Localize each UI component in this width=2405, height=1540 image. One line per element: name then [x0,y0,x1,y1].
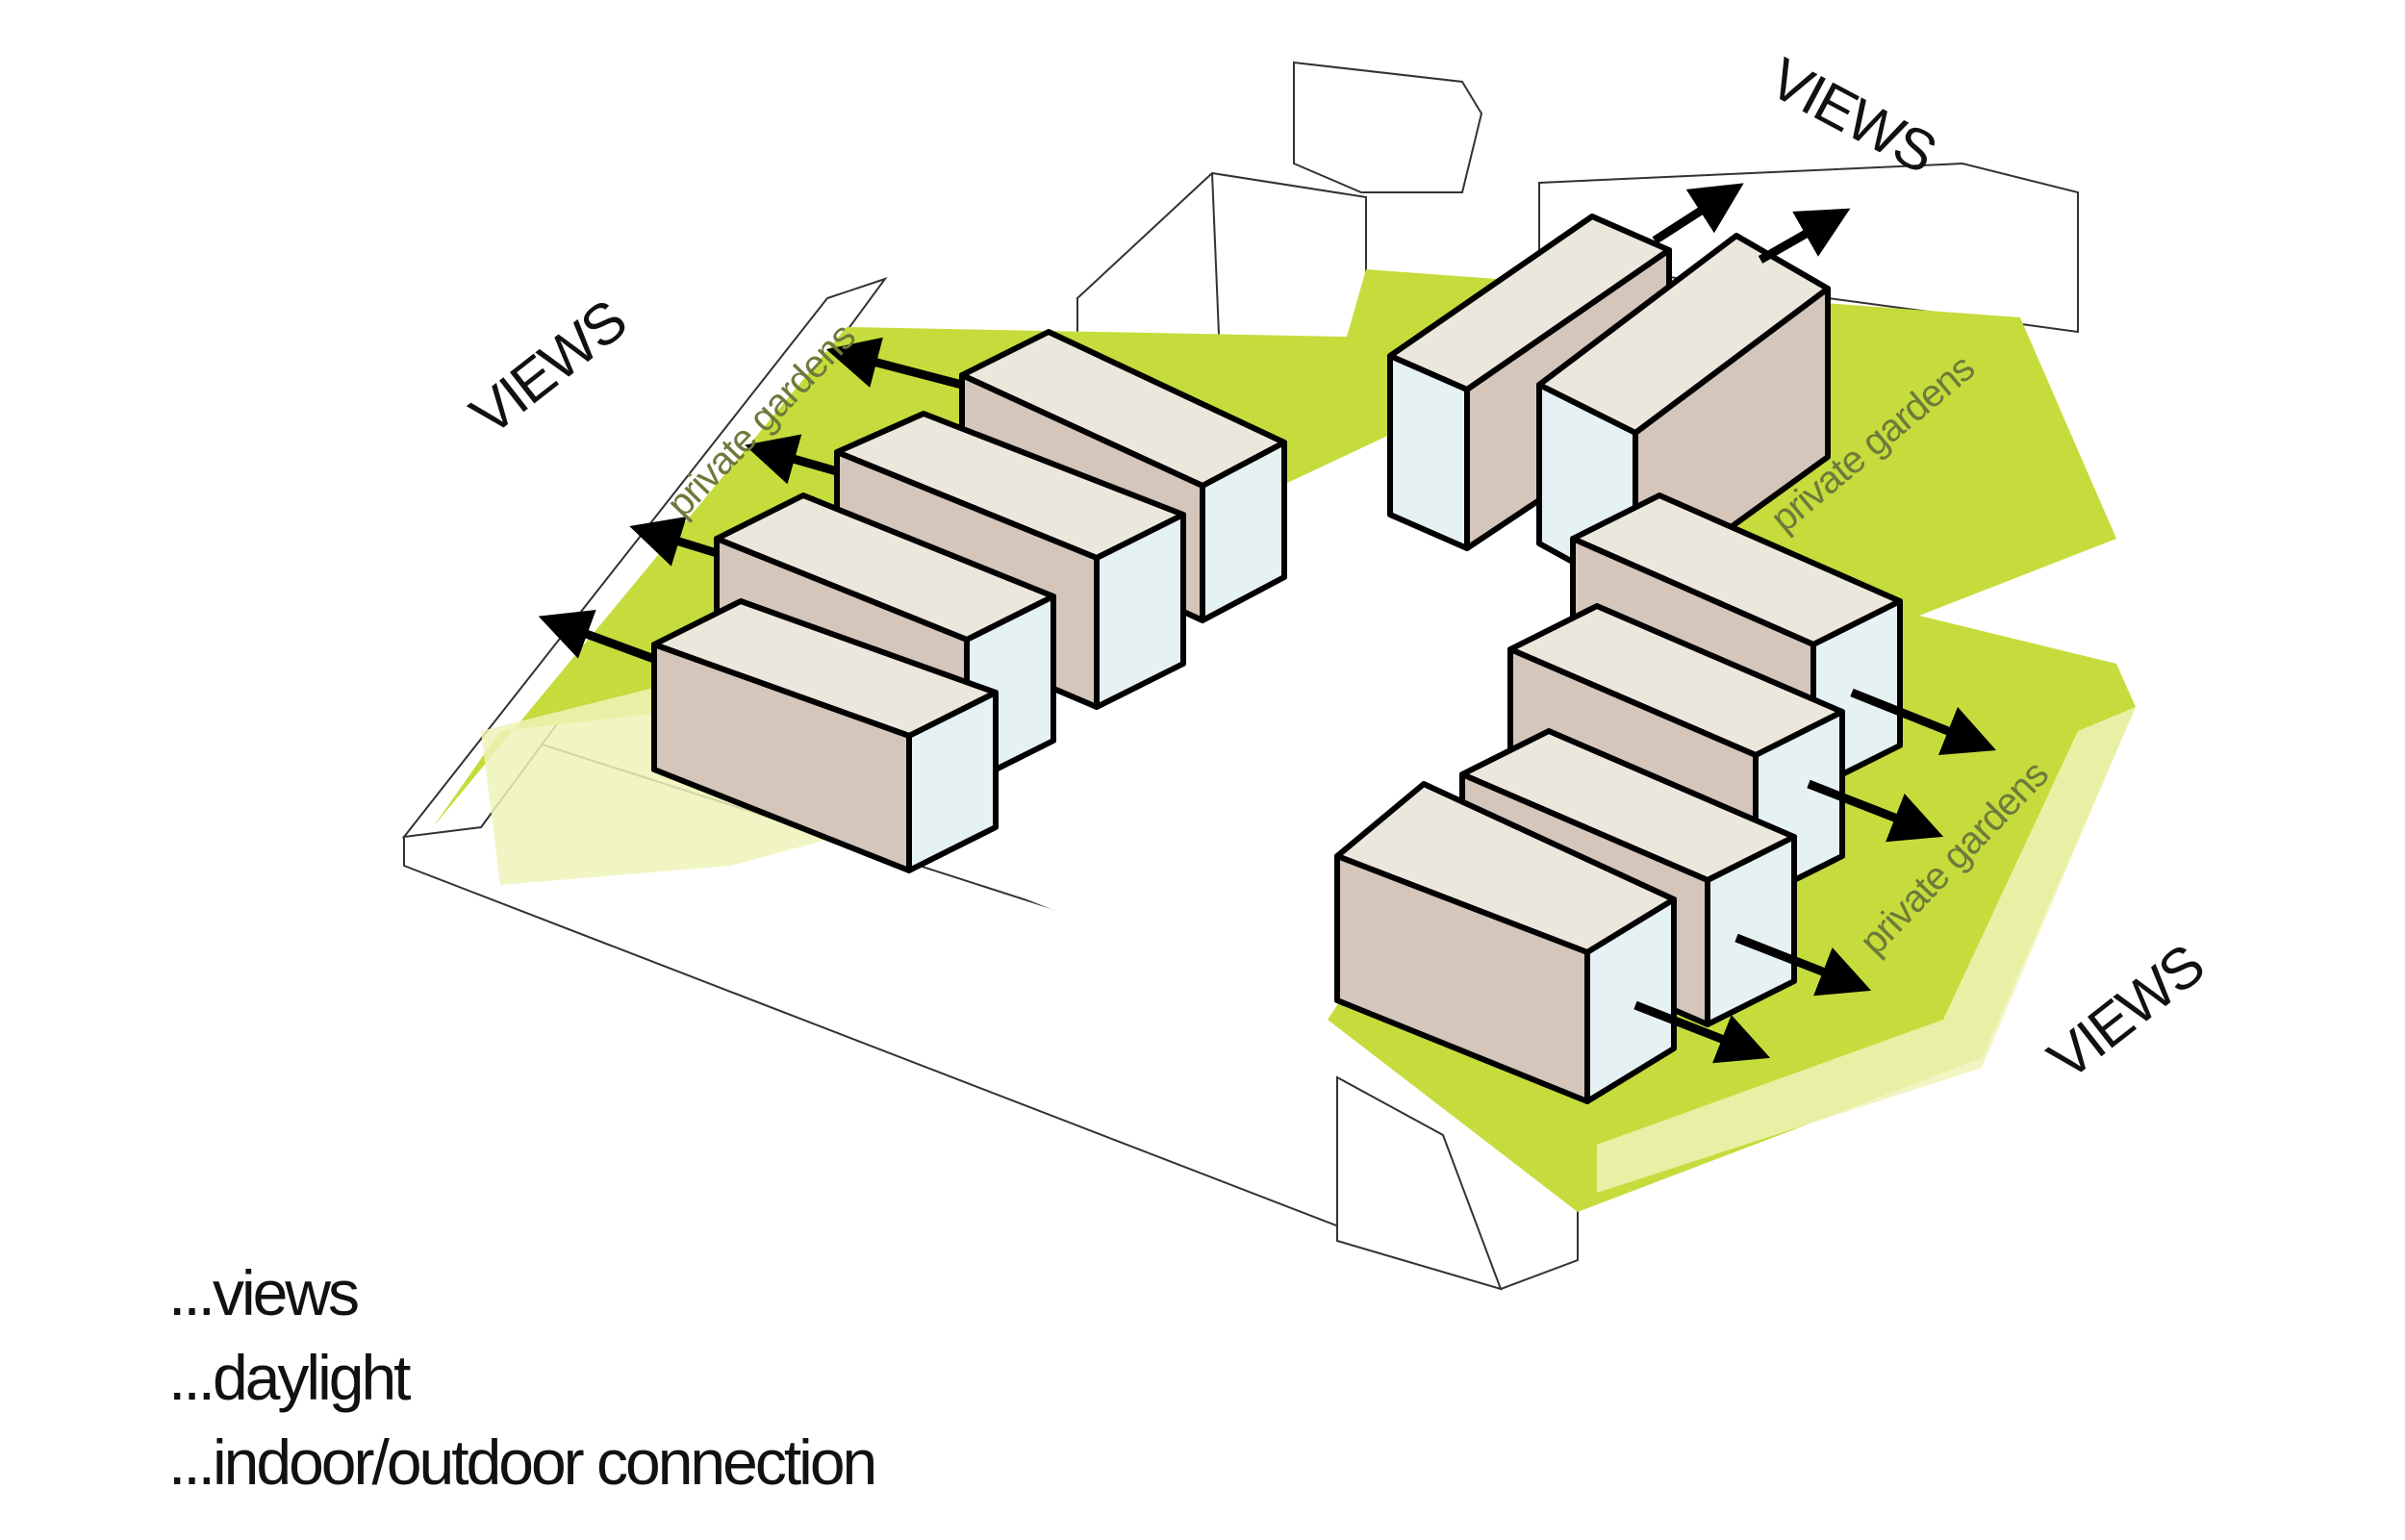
view-arrows [538,183,1997,1064]
views-label-right: VIEWS [2037,933,2215,1093]
view-arrow-icon [1850,688,1997,756]
views-label-top: VIEWS [1759,45,1945,185]
daylight-band-east [1597,707,2136,1193]
view-arrow-icon [1758,208,1851,264]
view-arrow-icon [745,434,839,485]
legend-item-daylight: ...daylight [168,1342,412,1413]
block-west-front-b [651,598,999,873]
view-arrow-icon [1734,933,1872,997]
view-arrow-icon [825,337,964,390]
block-east-front-b [1334,781,1677,1104]
view-arrow-icon [1807,779,1944,843]
context-building-south-right [1336,1075,1503,1291]
view-arrow-icon [629,517,719,567]
view-arrow-icon [1652,183,1744,244]
legend-item-indoor-outdoor: ...indoor/outdoor connection [168,1426,877,1498]
legend-item-views: ...views [168,1257,360,1328]
legend: ...views ...daylight ...indoor/outdoor c… [168,1250,877,1504]
building-blocks [651,214,1903,1104]
views-label-left: VIEWS [459,289,638,448]
view-arrow-icon [1633,1000,1771,1064]
view-arrow-icon [538,609,656,664]
context-building-north [1293,61,1483,193]
